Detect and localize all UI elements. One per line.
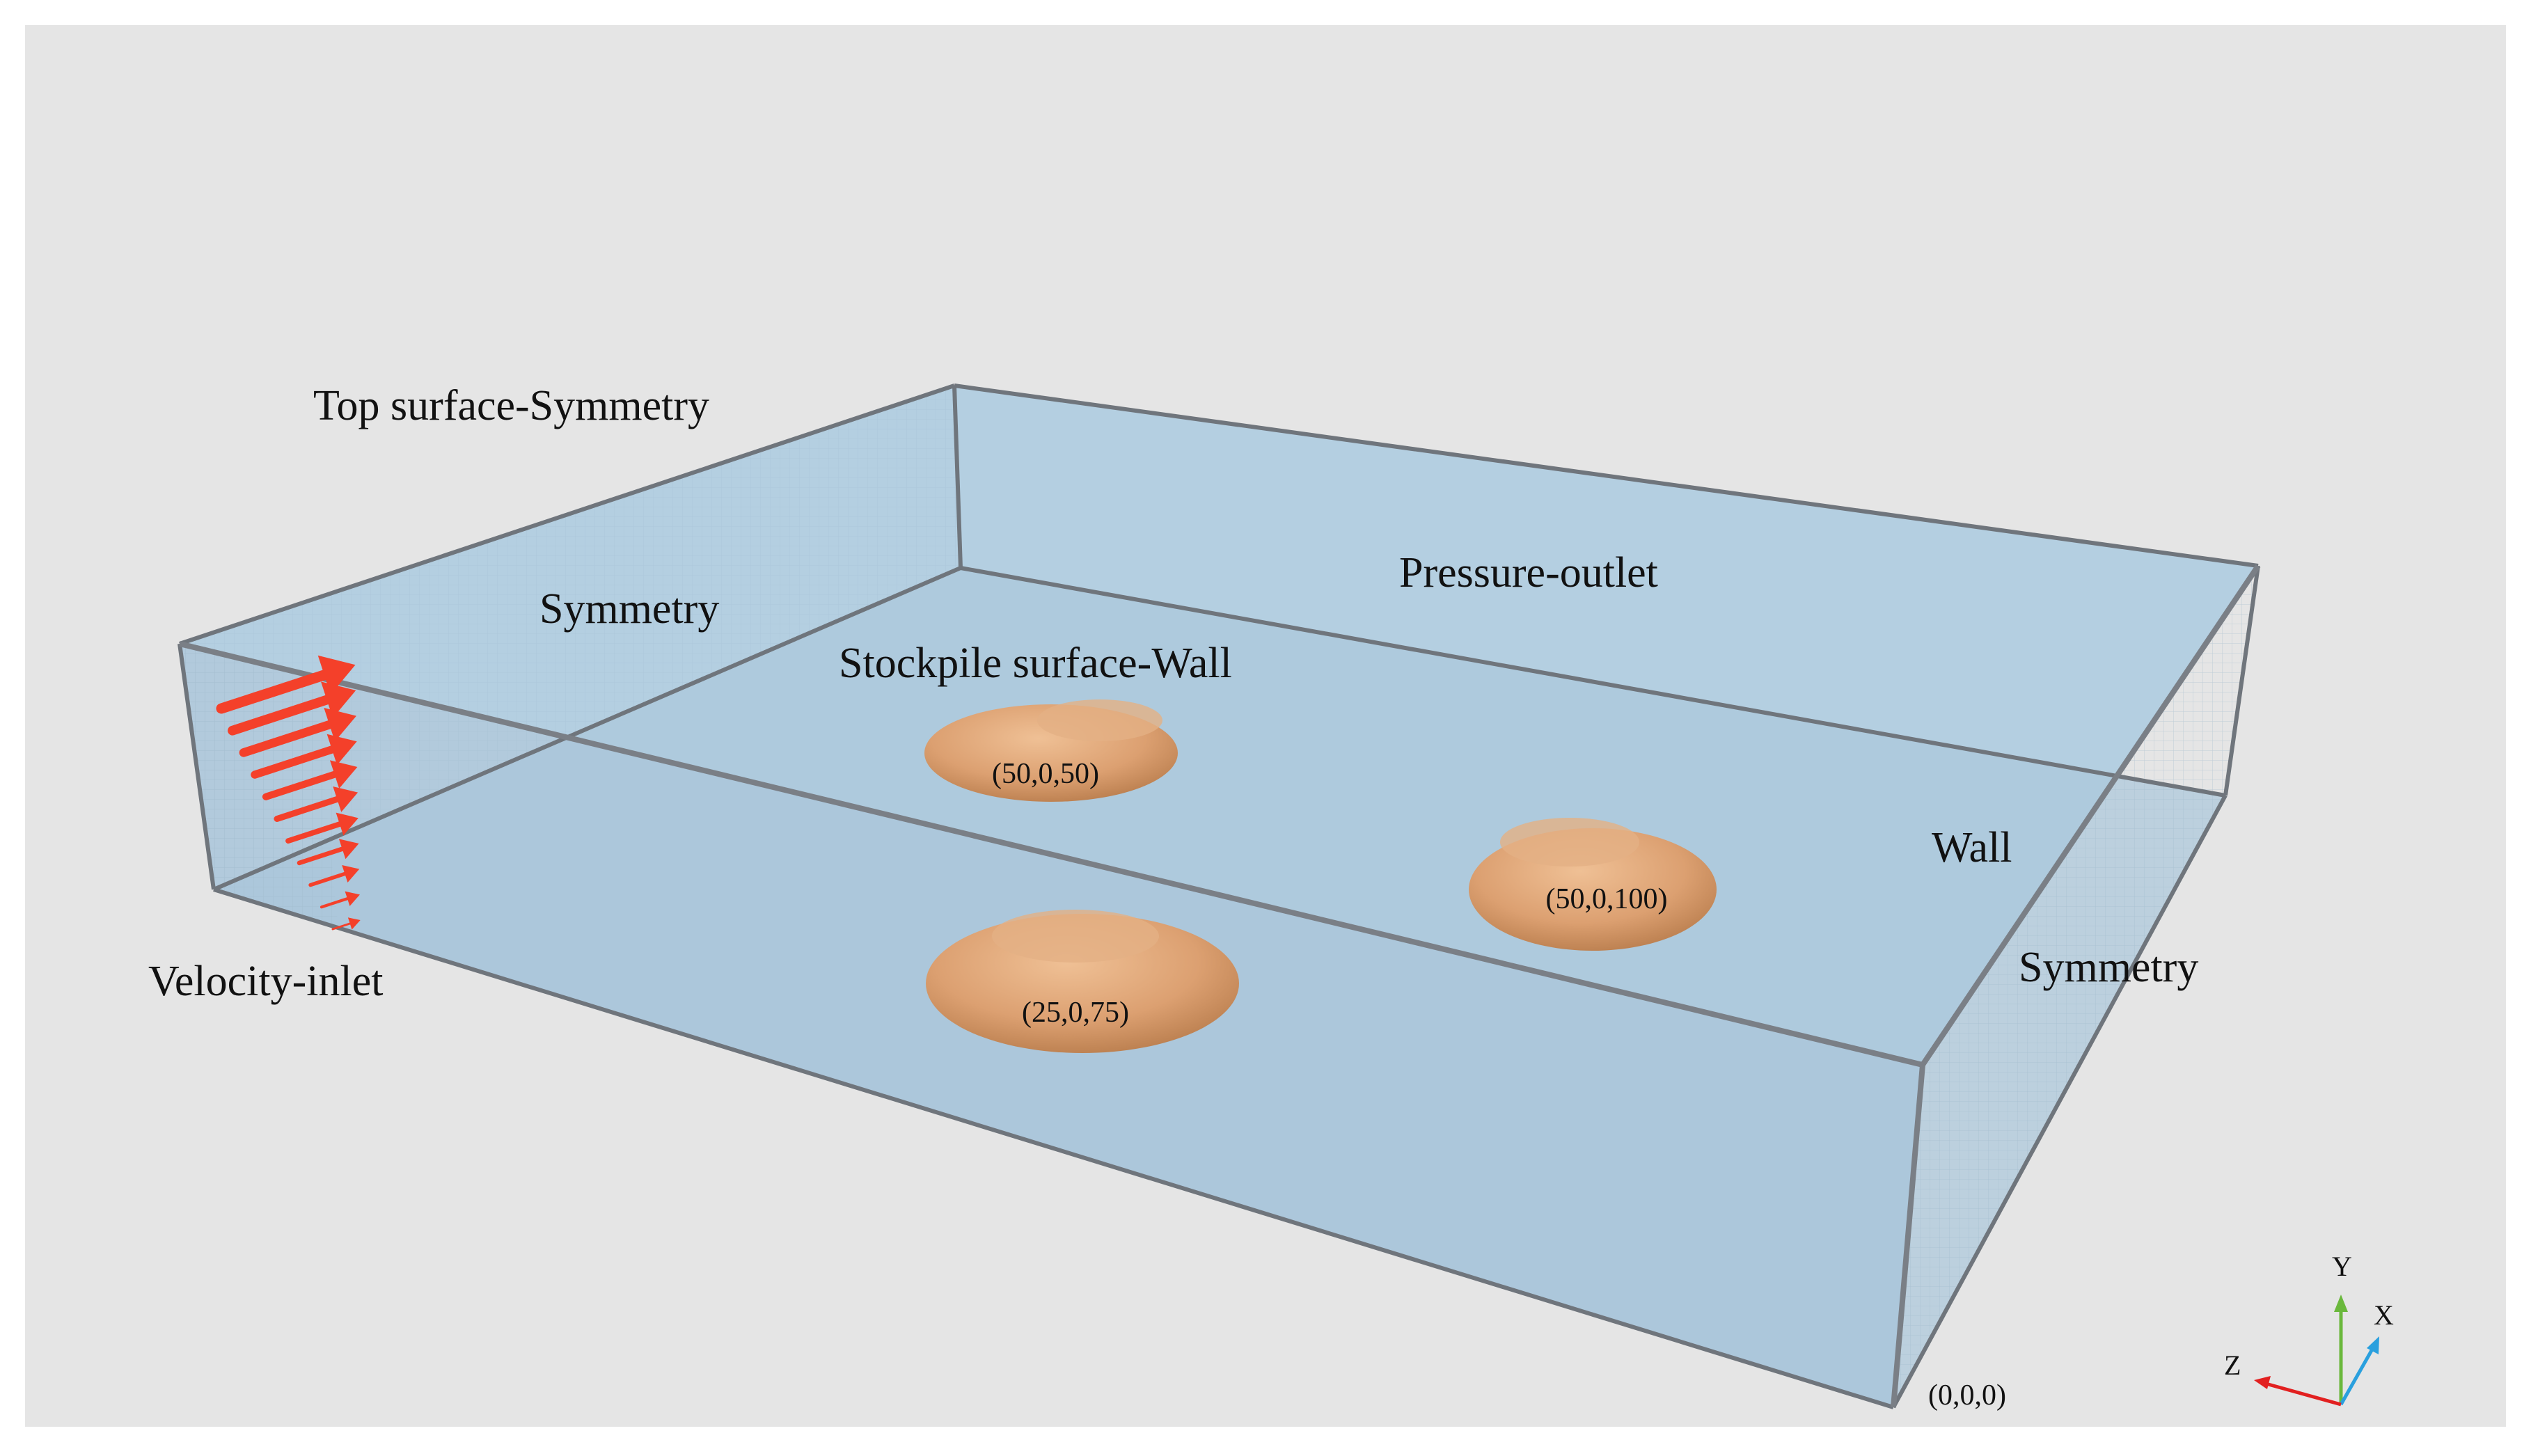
x-axis-arrowhead [2367,1336,2379,1354]
axes-triad: Y X Z [2224,1251,2394,1407]
inlet-arrow-head [347,917,361,930]
stockpiles: (50,0,50) (50,0,100) (25,0,75) [924,699,1717,1053]
frame-edge [178,643,216,890]
frame-edge [179,641,1923,1068]
frame-edge [952,385,963,569]
stockpile-label: (25,0,75) [1022,997,1129,1029]
inlet-arrow-shaft [262,767,350,800]
inlet-arrow-shaft [216,665,345,714]
wall-label: Wall [1932,824,2012,871]
inlet-arrow-head [342,864,360,883]
pressure-outlet-label: Pressure-outlet [1399,549,1658,596]
x-axis-line [2339,1345,2376,1406]
boundary-labels: Top surface-Symmetry Symmetry Pressure-o… [148,382,2198,1411]
z-axis-line [2265,1382,2342,1407]
frame-edge [2223,565,2260,796]
right-face-mesh [1893,566,2258,1407]
frame-edge [1891,1064,1925,1408]
stockpile-cap [1037,699,1162,741]
frame-edge [1920,564,2261,1067]
inlet-arrow-head [321,681,356,718]
symmetry-back-label: Symmetry [539,585,719,633]
velocity-inlet-label: Velocity-inlet [148,958,383,1005]
inlet-arrow-shaft [251,741,349,779]
inlet-arrow-shaft [228,690,347,736]
z-axis-label: Z [2224,1350,2241,1381]
frame-edge [213,887,1894,1409]
frame-edge [1891,794,2228,1409]
stockpile-label: (50,0,50) [992,758,1099,790]
inlet-arrow-head [338,839,359,860]
y-axis-label: Y [2332,1251,2352,1282]
stockpile-cap [992,910,1159,963]
frame-edge [954,383,2259,568]
inlet-arrow-head [329,760,358,789]
z-axis-arrowhead [2254,1376,2271,1389]
inlet-arrow-shaft [274,793,351,822]
symmetry-right-label: Symmetry [2019,944,2198,991]
inlet-arrow-head [326,734,357,766]
top-surface-label: Top surface-Symmetry [313,382,709,429]
inlet-arrow-head [336,812,358,836]
domain-frame [178,383,2261,1409]
frame-edge [960,566,2226,798]
inlet-arrow-head [345,891,360,906]
velocity-inlet-arrows [216,655,361,931]
inlet-arrow-head [317,655,356,695]
stockpile-cap [1500,818,1639,867]
inlet-arrow-shaft [239,715,347,757]
x-axis-label: X [2374,1299,2394,1331]
frame-edge [212,566,962,892]
inlet-arrow-shaft [297,844,353,866]
stockpile-surface-label: Stockpile surface-Wall [839,640,1232,687]
inlet-arrow-shaft [285,818,352,844]
inlet-arrow-head [324,708,356,742]
inlet-arrow-head [333,786,358,812]
top-face-mesh [180,386,961,889]
origin-label: (0,0,0) [1928,1379,2006,1411]
y-axis-arrowhead [2334,1295,2348,1312]
stockpile-label: (50,0,100) [1546,883,1668,915]
frame-edge [179,383,955,646]
